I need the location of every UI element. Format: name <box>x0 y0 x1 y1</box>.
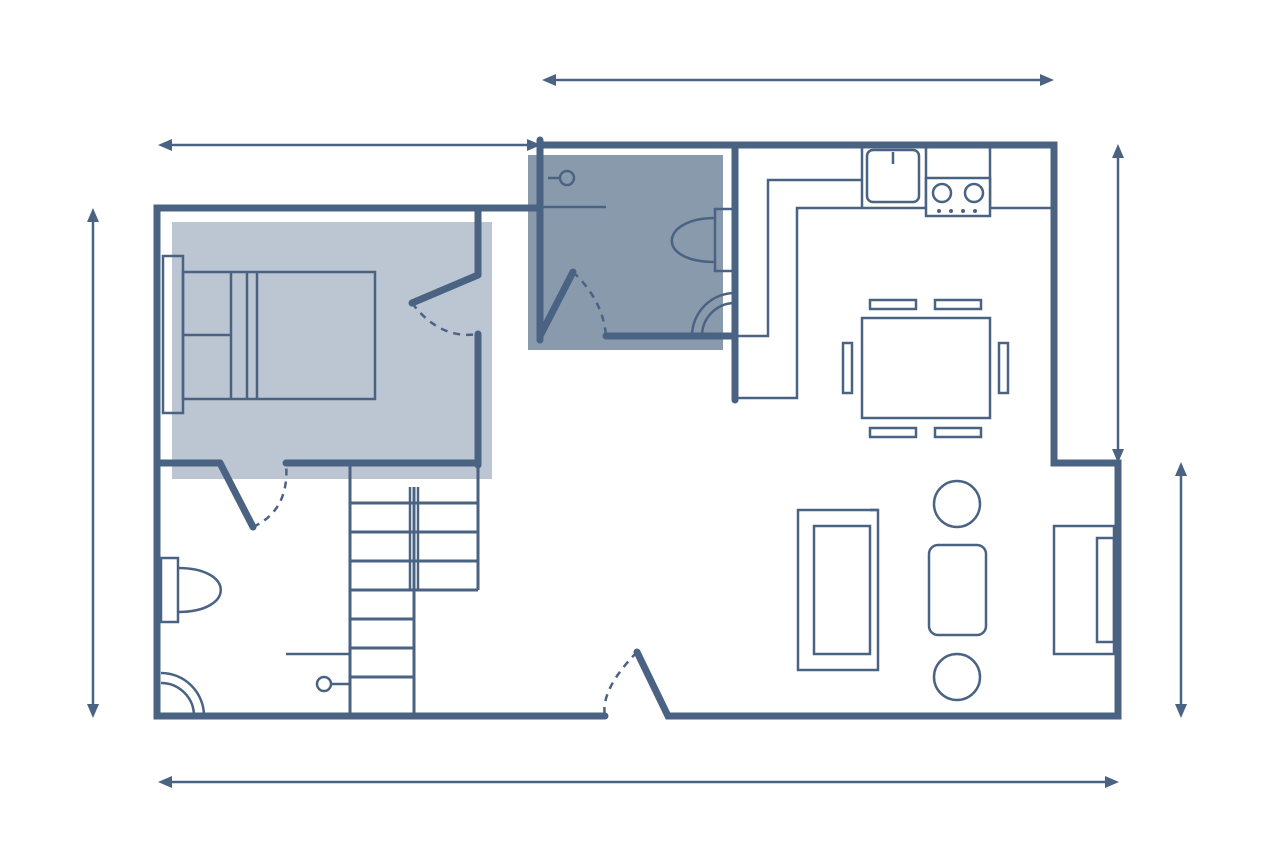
shower-icon <box>160 652 350 717</box>
kitchen-counter <box>735 145 1054 400</box>
dimension-right-lower <box>1175 462 1187 718</box>
dimension-top-left <box>158 139 541 151</box>
sink-icon <box>865 148 921 204</box>
walls <box>153 136 1122 720</box>
bed-icon <box>161 254 377 415</box>
shower-icon <box>690 291 736 337</box>
dimension-lines <box>87 74 1187 788</box>
dining-table-icon <box>841 298 1010 439</box>
toilet-icon <box>670 207 737 273</box>
shower-icon <box>540 169 606 209</box>
dimension-right-upper <box>1112 144 1124 463</box>
dimension-top-right <box>542 74 1054 86</box>
sofa-icon <box>796 508 880 672</box>
dimension-left <box>87 208 99 718</box>
bathroom-highlight <box>528 155 723 350</box>
bedroom-highlight <box>172 222 492 479</box>
dimension-bottom <box>158 776 1119 788</box>
door-swing-icon <box>252 271 638 717</box>
armchair-icon <box>1052 524 1116 656</box>
staircase-icon <box>348 465 480 716</box>
stove-icon <box>924 176 992 218</box>
toilet-icon <box>159 556 222 624</box>
coffee-table-icon <box>927 479 988 702</box>
